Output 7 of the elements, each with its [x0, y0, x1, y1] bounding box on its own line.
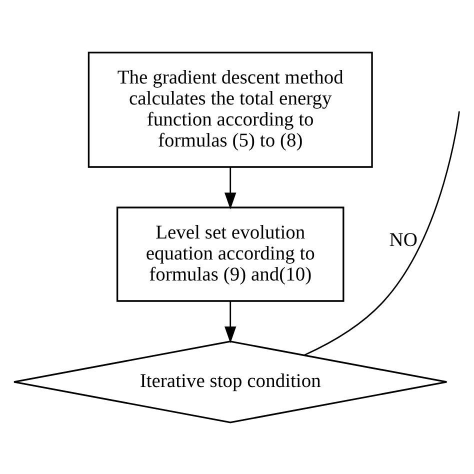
node-box: The gradient descent method calculates the total energy function according to formulas (5) to (8): [88, 51, 373, 168]
edge-label: NO: [389, 229, 418, 250]
node-diamond: Iterative stop condition: [13, 340, 448, 423]
node-box: Level set evolution equation according to formulas (9) and(10): [116, 206, 344, 302]
arrow: [224, 166, 236, 209]
arrow: [224, 300, 236, 343]
connector: [304, 110, 460, 356]
